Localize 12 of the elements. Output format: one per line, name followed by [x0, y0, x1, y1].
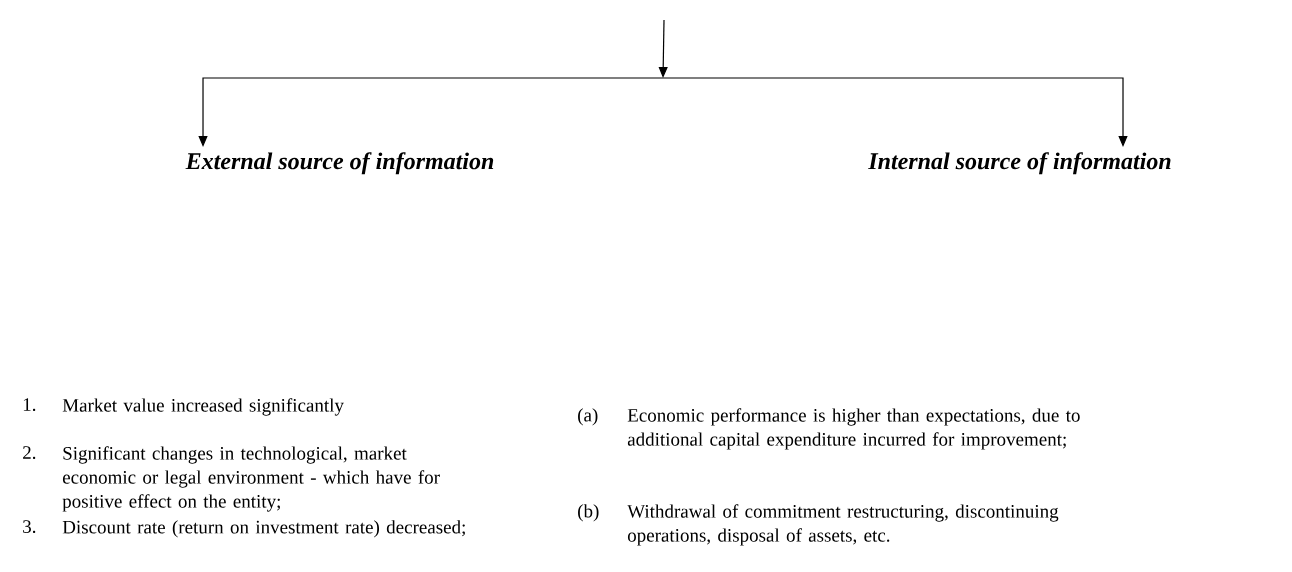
heading: External source of information	[185, 152, 494, 175]
list-item: Significant changes in technological, market economic or legal environment - which have for positive effect on the entity;	[62, 446, 440, 512]
list-marker: 1.	[23, 398, 36, 411]
list-item: Economic performance is higher than expectations, due to additional capital expenditure incurred for improvement;	[627, 408, 1080, 450]
list-item: Withdrawal of commitment restructuring, discontinuing operations, disposal of assets, etc.	[627, 504, 1059, 546]
list-marker: 2.	[23, 446, 36, 460]
list-item: Market value increased significantly	[62, 398, 344, 416]
list-marker: (b)	[578, 504, 599, 522]
list-marker: 3.	[23, 520, 36, 534]
heading: Internal source of information	[868, 152, 1171, 175]
list-item: Discount rate (return on investment rate) decreased;	[62, 520, 465, 538]
list-marker: (a)	[578, 408, 598, 426]
